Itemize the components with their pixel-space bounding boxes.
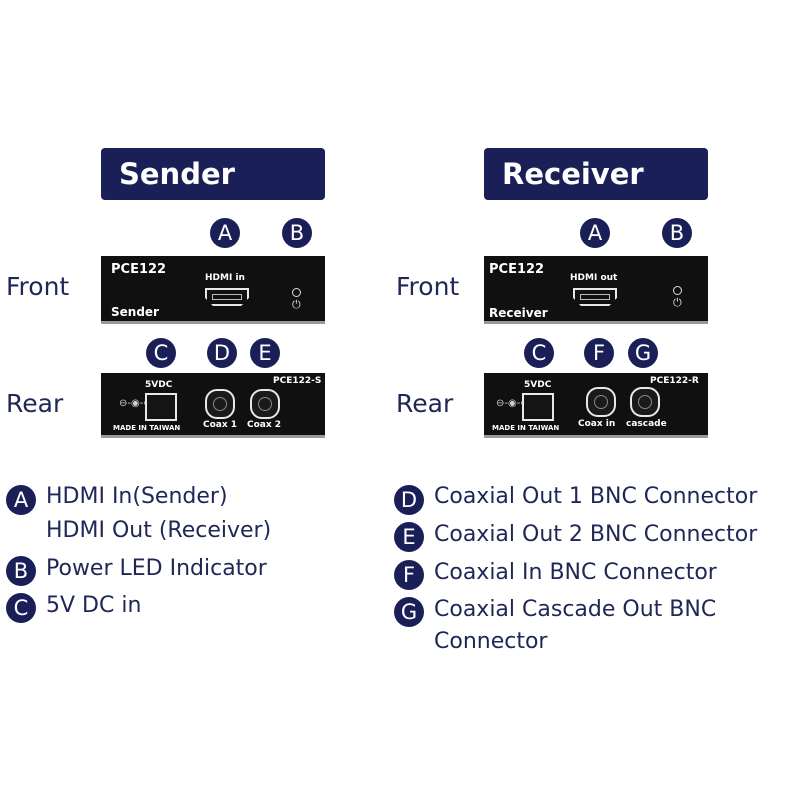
- receiver-origin: MADE IN TAIWAN: [492, 424, 560, 432]
- sender-marker-b: B: [282, 218, 312, 248]
- legend-marker-f: F: [394, 560, 424, 590]
- sender-marker-e: E: [250, 338, 280, 368]
- dc-polarity-icon: ⊖-◉-⊕: [119, 398, 152, 409]
- receiver-coaxin-label: Coax in: [578, 419, 616, 429]
- receiver-front-label: Front: [396, 272, 460, 301]
- legend-text-f: Coaxial In BNC Connector: [434, 560, 717, 585]
- sender-origin: MADE IN TAIWAN: [113, 424, 181, 432]
- receiver-hdmi-port: [573, 288, 617, 306]
- legend-text-g: Coaxial Cascade Out BNC: [434, 597, 717, 622]
- sender-hdmi-label: HDMI in: [205, 273, 245, 283]
- receiver-marker-g: G: [628, 338, 658, 368]
- legend-marker-d: D: [394, 485, 424, 515]
- sender-coax2-bnc: [250, 389, 280, 419]
- receiver-front-model: PCE122: [489, 262, 545, 277]
- sender-front-panel: PCE122 Sender HDMI in ⏻: [101, 256, 325, 324]
- sender-hdmi-port: [205, 288, 249, 306]
- receiver-cascade-bnc: [630, 387, 660, 417]
- receiver-power-icon: ⏻: [673, 296, 682, 309]
- sender-rear-panel: PCE122-S 5VDC ⊖-◉-⊕ MADE IN TAIWAN Coax …: [101, 373, 325, 438]
- receiver-dc-jack: [522, 393, 554, 421]
- receiver-marker-a: A: [580, 218, 610, 248]
- legend-text-a2: HDMI Out (Receiver): [46, 518, 272, 543]
- sender-marker-d: D: [207, 338, 237, 368]
- sender-marker-c: C: [146, 338, 176, 368]
- sender-power-label: 5VDC: [145, 380, 173, 390]
- sender-rear-label: Rear: [6, 389, 64, 418]
- receiver-rear-label: Rear: [396, 389, 454, 418]
- sender-front-model: PCE122: [111, 262, 167, 277]
- receiver-rear-model: PCE122-R: [650, 376, 699, 386]
- sender-front-role: Sender: [111, 305, 159, 319]
- receiver-led-icon: [673, 286, 682, 295]
- legend-marker-a: A: [6, 485, 36, 515]
- receiver-marker-b: B: [662, 218, 692, 248]
- legend-marker-c: C: [6, 593, 36, 623]
- legend-marker-b: B: [6, 556, 36, 586]
- sender-title: Sender: [101, 148, 325, 200]
- receiver-marker-c: C: [524, 338, 554, 368]
- sender-marker-a: A: [210, 218, 240, 248]
- receiver-rear-panel: PCE122-R 5VDC ⊖-◉-⊕ MADE IN TAIWAN Coax …: [484, 373, 708, 438]
- sender-dc-jack: [145, 393, 177, 421]
- receiver-marker-f: F: [584, 338, 614, 368]
- sender-led-icon: [292, 288, 301, 297]
- receiver-front-role: Receiver: [489, 306, 548, 320]
- legend-text-e: Coaxial Out 2 BNC Connector: [434, 522, 758, 547]
- legend-text-a: HDMI In(Sender): [46, 484, 228, 509]
- sender-coax2-label: Coax 2: [247, 420, 282, 430]
- receiver-hdmi-label: HDMI out: [570, 273, 618, 283]
- legend-text-d: Coaxial Out 1 BNC Connector: [434, 484, 758, 509]
- receiver-front-panel: PCE122 Receiver HDMI out ⏻: [484, 256, 708, 324]
- legend-marker-g: G: [394, 597, 424, 627]
- receiver-cascade-label: cascade: [626, 419, 667, 429]
- sender-front-label: Front: [6, 272, 70, 301]
- legend-text-g2: Connector: [434, 629, 548, 654]
- legend-text-b: Power LED Indicator: [46, 556, 267, 581]
- sender-rear-model: PCE122-S: [273, 376, 322, 386]
- receiver-title: Receiver: [484, 148, 708, 200]
- receiver-coaxin-bnc: [586, 387, 616, 417]
- receiver-power-label: 5VDC: [524, 380, 552, 390]
- legend-text-c: 5V DC in: [46, 593, 142, 618]
- dc-polarity-icon: ⊖-◉-⊕: [496, 398, 529, 409]
- sender-coax1-label: Coax 1: [203, 420, 238, 430]
- sender-power-icon: ⏻: [292, 298, 301, 311]
- sender-coax1-bnc: [205, 389, 235, 419]
- legend-marker-e: E: [394, 522, 424, 552]
